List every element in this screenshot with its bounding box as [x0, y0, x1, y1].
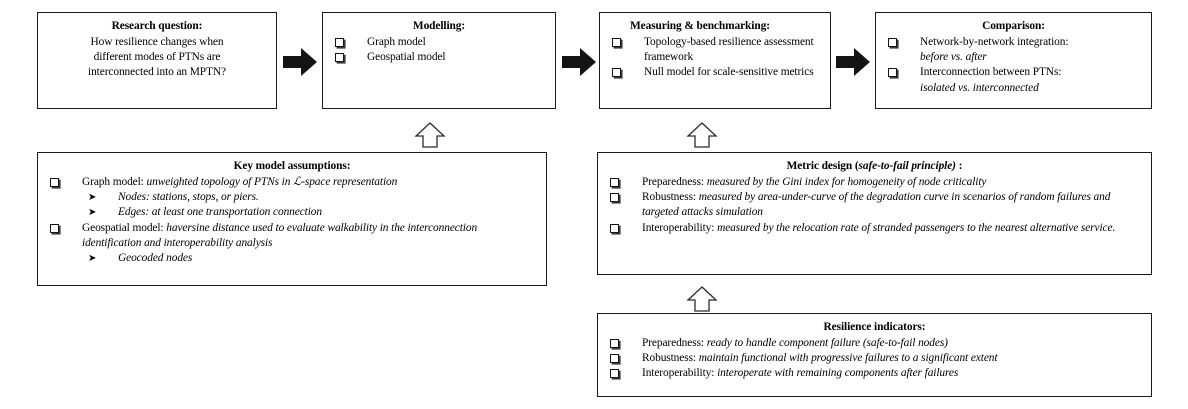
checkbox-icon [50, 223, 59, 233]
list-item-label: Network-by-network integration: [920, 36, 1069, 49]
list-item: Topology-based resilience assessment fra… [608, 35, 822, 65]
box-research-question: Research question: How resilience change… [37, 12, 277, 109]
list-item: Network-by-network integration: before v… [884, 35, 1143, 65]
metric-design-title-tail: : [955, 160, 963, 172]
sub-list-item: ➤ Geocoded nodes [82, 251, 538, 266]
list-item-detail: ready to handle component failure (safe-… [706, 337, 948, 350]
research-question-line-2: different modes of PTNs are [93, 51, 221, 64]
list-item: Graph model: unweighted topology of PTNs… [46, 175, 538, 220]
research-question-line-1: How resilience changes when [90, 36, 224, 49]
list-item-label: Preparedness: [642, 337, 704, 350]
sub-list-item: ➤ Nodes: stations, stops, or piers. [82, 190, 538, 205]
checkbox-icon [610, 223, 619, 233]
arrow-up-outline-icon [414, 121, 446, 149]
list-item: Null model for scale-sensitive metrics [608, 65, 822, 80]
box-title: Key model assumptions: [233, 160, 351, 172]
list-item-detail: haversine distance used to evaluate walk… [82, 221, 478, 249]
list-item-label: Graph model [367, 36, 426, 49]
checkbox-icon [335, 38, 344, 48]
sub-list-item-label: Edges: at least one transportation conne… [118, 206, 322, 219]
list-item: Robustness: measured by area-under-curve… [606, 190, 1143, 220]
comparison-list: Network-by-network integration: before v… [884, 35, 1143, 96]
checkbox-icon [612, 68, 621, 78]
checkbox-icon [335, 53, 344, 63]
list-item-detail: isolated vs. interconnected [920, 81, 1039, 94]
list-item-label: Interconnection between PTNs: [920, 66, 1062, 79]
list-item-label: Null model for scale-sensitive metrics [644, 66, 814, 79]
box-modelling: Modelling: Graph model Geospatial model [322, 12, 556, 109]
checkbox-icon [612, 38, 621, 48]
arrow-up-outline-icon [686, 285, 718, 313]
key-assumptions-sublist: ➤ Geocoded nodes [82, 251, 538, 266]
checkbox-icon [610, 339, 619, 349]
key-assumptions-sublist: ➤ Nodes: stations, stops, or piers. ➤ Edge… [82, 190, 538, 220]
list-item-label: Interoperability: [642, 221, 715, 234]
list-item-label: Geospatial model: [82, 221, 164, 234]
key-assumptions-list: Graph model: unweighted topology of PTNs… [46, 175, 538, 266]
list-item: Geospatial model: haversine distance use… [46, 221, 538, 266]
list-item-label: Geospatial model [367, 51, 446, 64]
sub-list-item: ➤ Edges: at least one transportation conn… [82, 205, 538, 220]
box-title: Comparison: [982, 20, 1045, 32]
sub-bullet-icon: ➤ [88, 252, 97, 264]
box-title: Measuring & benchmarking: [630, 20, 770, 32]
box-measuring-benchmarking: Measuring & benchmarking: Topology-based… [599, 12, 831, 109]
list-item-detail: measured by the Gini index for homogenei… [706, 176, 987, 189]
sub-bullet-icon: ➤ [88, 207, 97, 219]
box-title: Resilience indicators: [823, 321, 926, 333]
list-item-detail: interoperate with remaining components a… [717, 367, 959, 380]
research-question-line-3: interconnected into an MPTN? [88, 66, 226, 79]
list-item-label: Robustness: [642, 191, 696, 204]
resilience-indicators-list: Preparedness: ready to handle component … [606, 336, 1143, 381]
list-item-detail: maintain functional with progressive fai… [698, 352, 998, 365]
box-title: Modelling: [412, 20, 466, 32]
list-item: Preparedness: ready to handle component … [606, 336, 1143, 351]
list-item-detail: measured by the relocation rate of stran… [717, 221, 1116, 234]
measuring-list: Topology-based resilience assessment fra… [608, 35, 822, 80]
modelling-list: Graph model Geospatial model [331, 35, 547, 65]
metric-design-title-italic: safe-to-fail principle) [858, 160, 956, 172]
list-item: Preparedness: measured by the Gini index… [606, 175, 1143, 190]
list-item-detail: before vs. after [920, 51, 987, 64]
checkbox-icon [610, 178, 619, 188]
arrow-up-outline-icon [686, 121, 718, 149]
checkbox-icon [610, 193, 619, 203]
metric-design-title-main: Metric design ( [786, 160, 859, 172]
arrow-right-icon [281, 46, 319, 78]
list-item: Graph model [331, 35, 547, 50]
metric-design-list: Preparedness: measured by the Gini index… [606, 175, 1143, 236]
arrow-right-icon [834, 46, 872, 78]
checkbox-icon [50, 178, 59, 188]
list-item-label: Interoperability: [642, 367, 715, 380]
list-item: Interconnection between PTNs: isolated v… [884, 65, 1143, 95]
sub-list-item-label: Geocoded nodes [118, 251, 193, 264]
list-item: Interoperability: interoperate with rema… [606, 366, 1143, 381]
list-item-label: Topology-based resilience assessment fra… [644, 36, 814, 64]
list-item: Interoperability: measured by the reloca… [606, 221, 1143, 236]
checkbox-icon [610, 354, 619, 364]
list-item-label: Preparedness: [642, 176, 704, 189]
arrow-right-icon [560, 46, 598, 78]
box-metric-design: Metric design (safe-to-fail principle) :… [597, 152, 1152, 275]
box-resilience-indicators: Resilience indicators: Preparedness: rea… [597, 313, 1152, 397]
sub-bullet-icon: ➤ [88, 192, 97, 204]
list-item-label: Robustness: [642, 352, 696, 365]
list-item-label: Graph model: [82, 176, 144, 189]
list-item: Robustness: maintain functional with pro… [606, 351, 1143, 366]
checkbox-icon [610, 369, 619, 379]
sub-list-item-label: Nodes: stations, stops, or piers. [118, 191, 259, 204]
box-comparison: Comparison: Network-by-network integrati… [875, 12, 1152, 109]
box-title: Metric design (safe-to-fail principle) : [606, 159, 1143, 174]
box-title: Research question: [111, 20, 203, 32]
list-item-detail: measured by area-under-curve of the degr… [642, 191, 1111, 219]
list-item-detail: unweighted topology of PTNs in ℒ-space r… [146, 176, 398, 189]
checkbox-icon [888, 68, 897, 78]
checkbox-icon [888, 38, 897, 48]
list-item: Geospatial model [331, 50, 547, 65]
box-key-model-assumptions: Key model assumptions: Graph model: unwe… [37, 152, 547, 286]
